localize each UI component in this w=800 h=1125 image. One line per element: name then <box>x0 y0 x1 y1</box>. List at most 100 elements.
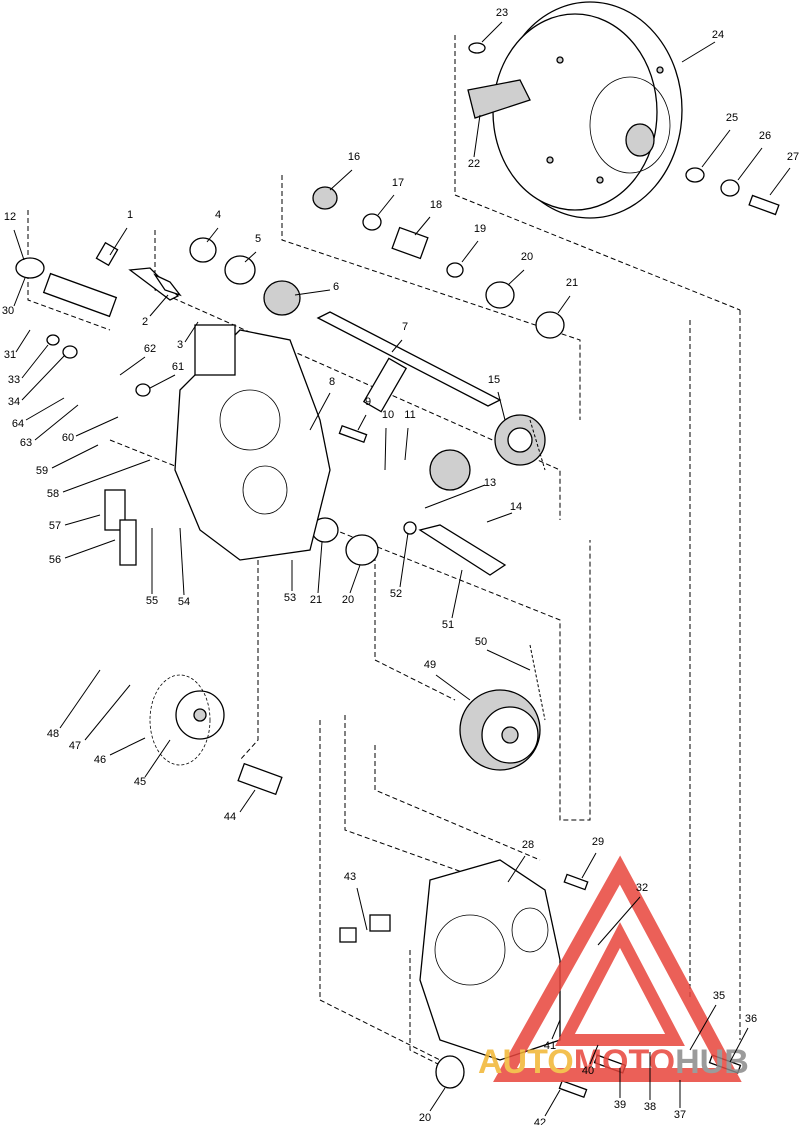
chains <box>149 419 546 766</box>
leader-line-c29 <box>581 852 597 879</box>
callout-label-c30: 30 <box>2 305 14 317</box>
callout-label-c48: 48 <box>47 728 59 740</box>
callout-label-c52: 52 <box>390 588 402 600</box>
watermark-text-hub: HUB <box>675 1043 749 1081</box>
callout-label-c2: 2 <box>142 316 148 328</box>
watermark-triangle-outer <box>493 855 742 1082</box>
callout-label-c36: 36 <box>745 1013 757 1025</box>
leader-line-c36 <box>729 1027 749 1063</box>
upper-housing <box>174 324 331 561</box>
callout-label-c54: 54 <box>178 596 190 608</box>
watermark-triangle-inner <box>555 922 685 1046</box>
callout-label-c58: 58 <box>47 488 59 500</box>
leader-line-c46 <box>109 737 146 756</box>
callout-label-c34: 34 <box>8 396 20 408</box>
callout-label-c56: 56 <box>49 554 61 566</box>
leader-line-c21b <box>317 541 323 594</box>
leader-line-c49 <box>435 674 471 701</box>
lower-housing <box>419 859 561 1061</box>
assembly-lines <box>27 35 741 1071</box>
leader-line-c34 <box>21 354 66 401</box>
callout-label-c63: 63 <box>20 437 32 449</box>
callout-label-c27: 27 <box>787 151 799 163</box>
callout-label-c29: 29 <box>592 836 604 848</box>
callout-label-c46: 46 <box>94 754 106 766</box>
washers-and-bearings <box>15 42 780 1089</box>
leader-line-c20b <box>349 564 361 594</box>
leader-lines <box>13 21 791 1117</box>
leader-line-c23 <box>481 21 503 43</box>
callout-label-c31: 31 <box>4 349 16 361</box>
leader-line-c54 <box>179 527 185 596</box>
leader-line-c17 <box>377 194 395 216</box>
callout-label-c60: 60 <box>62 432 74 444</box>
leader-line-c5 <box>244 251 257 263</box>
callout-label-c11: 11 <box>404 409 415 421</box>
leader-line-c51 <box>451 569 463 619</box>
leader-line-c22 <box>473 114 481 158</box>
leader-line-c52 <box>399 532 409 588</box>
leader-line-c59 <box>51 444 99 469</box>
callout-label-c38: 38 <box>644 1101 656 1113</box>
leader-line-c47 <box>84 684 131 741</box>
callout-label-c28: 28 <box>522 839 534 851</box>
leader-line-c20c <box>429 1087 446 1112</box>
callout-label-c47: 47 <box>69 740 81 752</box>
leader-line-c3 <box>184 321 199 343</box>
callout-label-c26: 26 <box>759 130 771 142</box>
callout-label-c21b: 21 <box>310 594 322 606</box>
callout-label-c8: 8 <box>329 376 335 388</box>
shafts <box>42 267 507 576</box>
callout-label-c12: 12 <box>4 211 16 223</box>
leader-line-c28 <box>507 855 526 883</box>
leader-line-c16 <box>329 169 353 191</box>
leader-line-c1 <box>109 227 128 256</box>
callout-label-c18: 18 <box>430 199 442 211</box>
callout-label-c41: 41 <box>544 1040 556 1052</box>
callout-label-c62: 62 <box>144 343 156 355</box>
callout-label-c1: 1 <box>127 209 133 221</box>
leader-line-c24 <box>681 41 716 63</box>
callout-label-c7: 7 <box>402 321 408 333</box>
callout-label-c43: 43 <box>344 871 356 883</box>
callout-label-c20a: 20 <box>521 251 533 263</box>
leader-line-c48 <box>59 669 101 729</box>
leader-line-c9 <box>357 414 367 431</box>
callout-label-c40: 40 <box>582 1065 594 1077</box>
leader-line-c31 <box>15 329 31 353</box>
svg-text:AUTOMOTOHUB: AUTOMOTOHUB <box>478 1043 749 1081</box>
leader-line-c2 <box>149 294 169 317</box>
leader-line-c4 <box>206 227 219 243</box>
leader-line-c33 <box>21 344 49 379</box>
callout-label-c21a: 21 <box>566 277 578 289</box>
callout-label-c10: 10 <box>382 409 394 421</box>
leader-line-c32 <box>597 896 641 946</box>
leader-line-c14 <box>486 512 513 523</box>
callout-label-c61: 61 <box>172 361 184 373</box>
watermark-text-auto: AUTO <box>478 1043 574 1081</box>
callout-label-c15: 15 <box>488 374 500 386</box>
leader-line-c6 <box>294 289 331 296</box>
leader-line-c61 <box>149 374 176 389</box>
leader-line-c56 <box>64 539 116 559</box>
callout-label-c53: 53 <box>284 592 296 604</box>
leader-line-c62 <box>119 356 146 376</box>
leader-line-c44 <box>239 789 256 813</box>
clutch-assembly <box>467 1 683 219</box>
callout-label-c19: 19 <box>474 223 486 235</box>
callout-label-c17: 17 <box>392 177 404 189</box>
callout-label-c25: 25 <box>726 112 738 124</box>
callout-label-c45: 45 <box>134 776 146 788</box>
callout-label-c44: 44 <box>224 811 236 823</box>
leader-line-c13 <box>424 484 486 509</box>
callout-label-c16: 16 <box>348 151 360 163</box>
leader-line-c30 <box>13 277 26 307</box>
callout-label-c20b: 20 <box>342 594 354 606</box>
callout-label-c33: 33 <box>8 374 20 386</box>
leader-line-c50 <box>486 649 531 671</box>
leader-line-c18 <box>414 216 431 236</box>
leader-line-c19 <box>461 240 479 263</box>
